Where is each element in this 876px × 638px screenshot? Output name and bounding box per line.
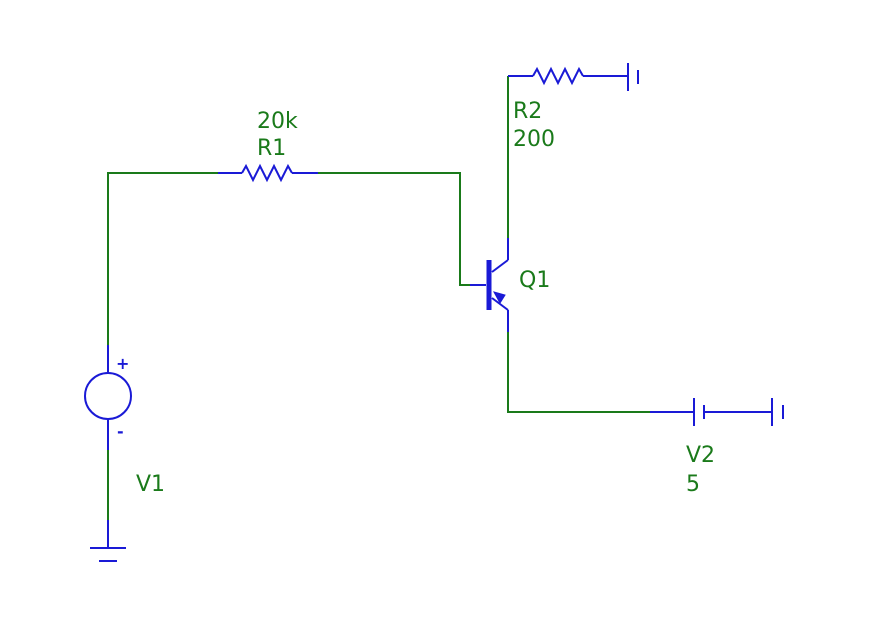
r2-rail-terminal-icon	[627, 63, 639, 91]
wire-q1-emitter-to-v2	[507, 332, 650, 413]
r1-value-label: 20k	[257, 109, 298, 134]
ground-icon	[90, 520, 126, 562]
wire-r1-to-q1-base	[318, 172, 470, 286]
resistor-r2[interactable]	[508, 66, 628, 86]
r1-name-label: R1	[257, 136, 286, 161]
wire-v1-to-r1	[107, 172, 218, 345]
v1-minus-sign: -	[117, 422, 124, 441]
q1-name-label: Q1	[519, 268, 550, 293]
v2-value-label: 5	[686, 472, 700, 497]
wires	[107, 76, 650, 520]
v1-plus-sign: +	[116, 354, 129, 373]
resistor-r1[interactable]	[218, 163, 318, 183]
transistor-q1[interactable]	[470, 238, 509, 332]
r2-value-label: 200	[513, 127, 555, 152]
r2-name-label: R2	[513, 99, 542, 124]
emitter-arrow-icon	[492, 291, 506, 304]
voltage-source-v1[interactable]	[84, 345, 132, 450]
v2-name-label: V2	[686, 443, 715, 468]
v2-rail-terminal-icon	[771, 398, 784, 426]
battery-v2[interactable]	[650, 398, 772, 426]
v1-name-label: V1	[136, 472, 165, 497]
